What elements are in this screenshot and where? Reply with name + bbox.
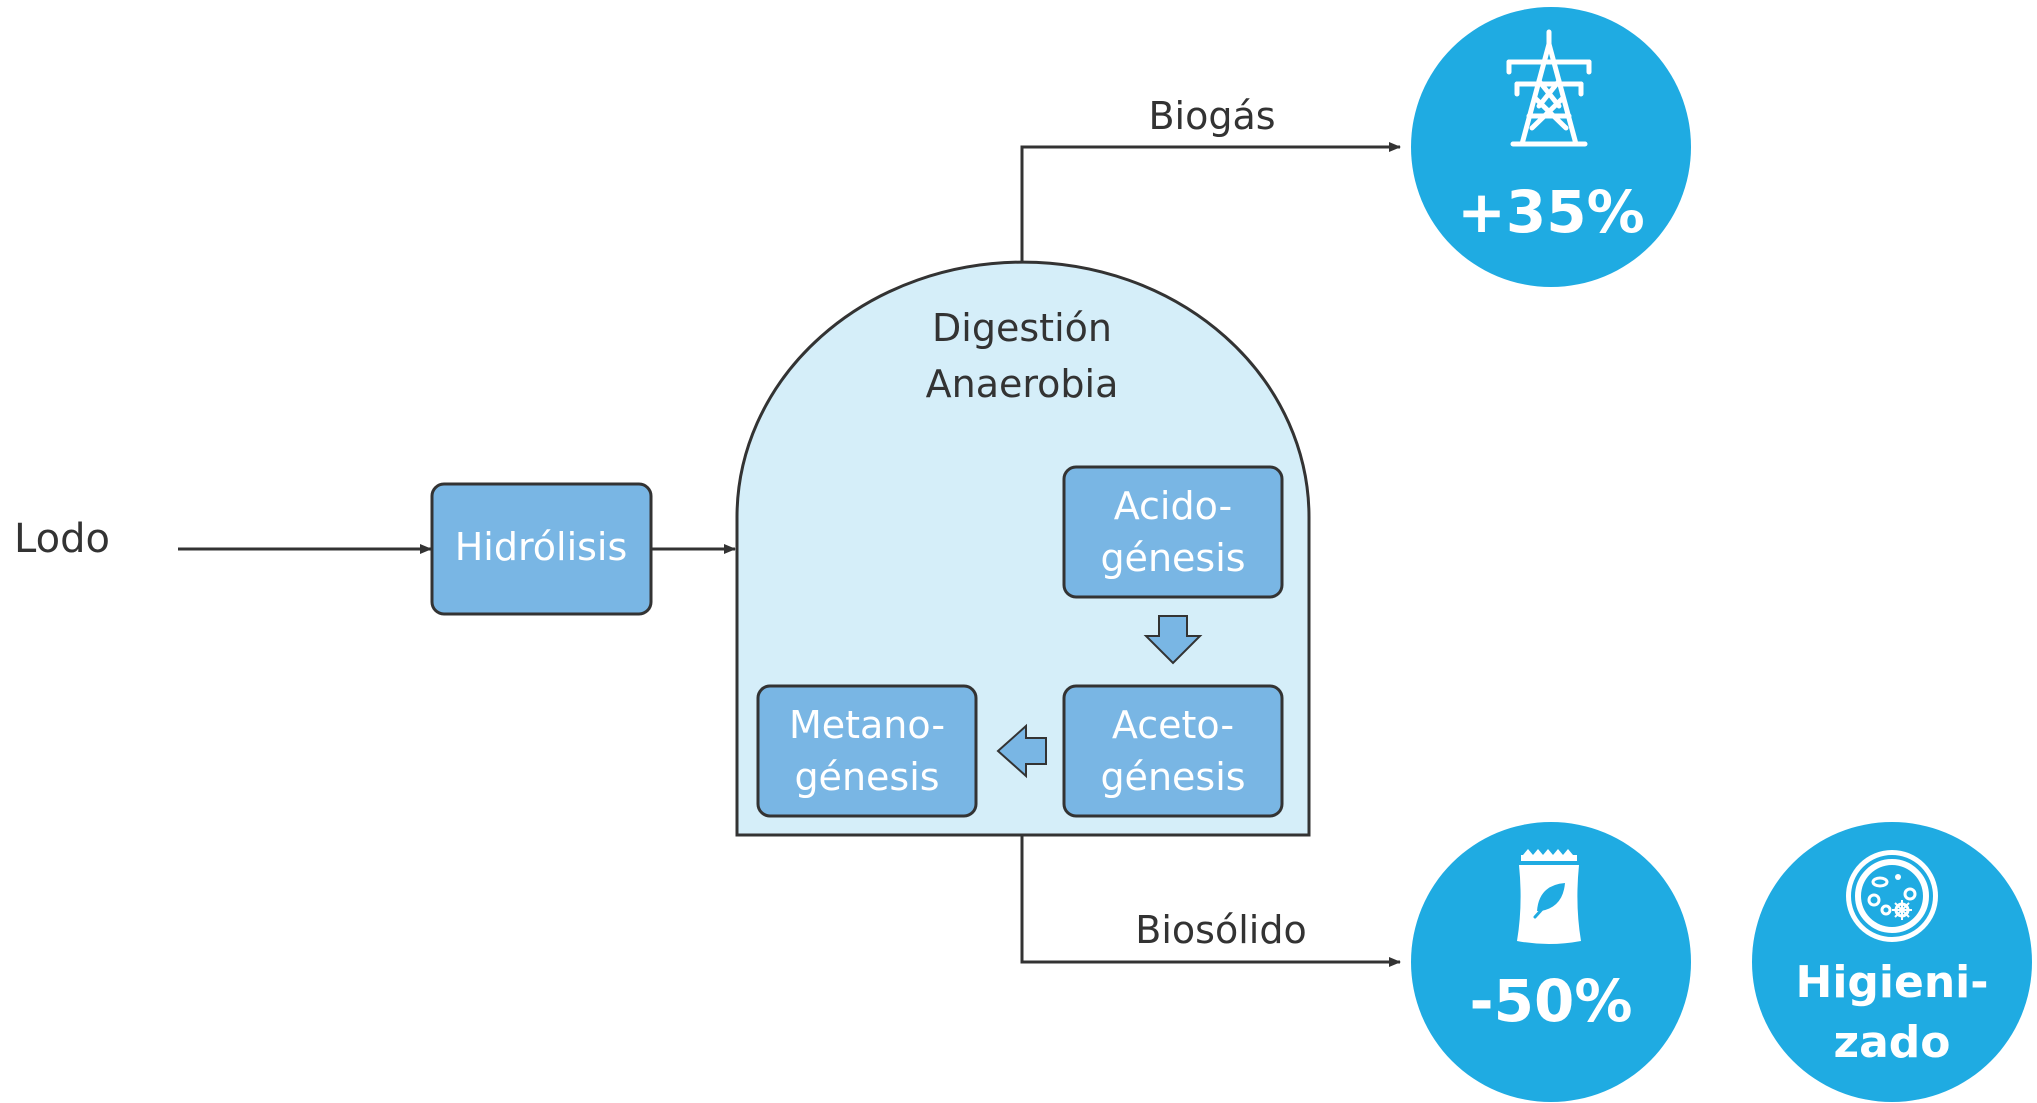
methanogenesis-line1: Metano-	[789, 703, 945, 747]
biogas-value: +35%	[1457, 178, 1644, 246]
biosolid-label: Biosólido	[1135, 908, 1306, 952]
methanogenesis-line2: génesis	[794, 755, 939, 799]
hygienized-result-circle: Higieni- zado	[1752, 822, 2032, 1102]
acidogenesis-box: Acido- génesis	[1062, 465, 1284, 599]
methanogenesis-box: Metano- génesis	[756, 684, 978, 818]
reactor-title-line1: Digestión	[932, 306, 1112, 350]
down-block-arrow	[1143, 615, 1203, 665]
power-tower-icon	[1506, 29, 1592, 147]
hydrolysis-box: Hidrólisis	[430, 482, 653, 616]
acidogenesis-line1: Acido-	[1114, 484, 1233, 528]
petri-dish-icon	[1846, 850, 1938, 942]
biogas-arrow	[1020, 142, 1401, 263]
biosolid-result-circle: -50%	[1411, 822, 1691, 1102]
acetogenesis-line1: Aceto-	[1112, 703, 1234, 747]
hygienized-line1: Higieni-	[1796, 957, 1989, 1008]
biosolid-arrow	[1020, 835, 1401, 967]
biogas-label: Biogás	[1148, 94, 1275, 138]
hydrolysis-label: Hidrólisis	[455, 525, 628, 569]
hygienized-line2: zado	[1833, 1017, 1950, 1068]
left-block-arrow	[996, 723, 1047, 779]
acetogenesis-line2: génesis	[1100, 755, 1245, 799]
acidogenesis-line2: génesis	[1100, 536, 1245, 580]
input-label: Lodo	[14, 516, 110, 562]
fertilizer-bag-icon	[1517, 849, 1581, 944]
biosolid-value: -50%	[1470, 967, 1633, 1035]
reactor-title-line2: Anaerobia	[926, 362, 1119, 406]
acetogenesis-box: Aceto- génesis	[1062, 684, 1284, 818]
biogas-result-circle: +35%	[1411, 7, 1691, 287]
